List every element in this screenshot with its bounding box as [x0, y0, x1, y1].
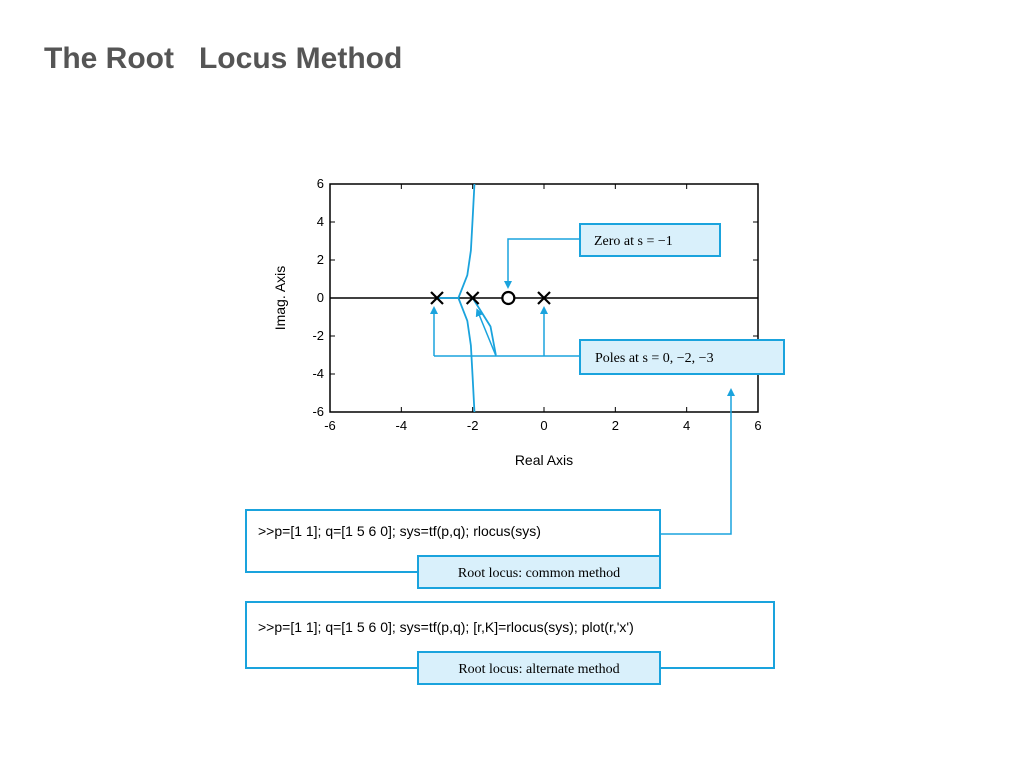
code-block-common-frame	[245, 509, 661, 573]
pole-arrow-middle	[475, 308, 497, 357]
y-tick-label: -4	[312, 366, 324, 381]
x-tick-label: 4	[683, 418, 690, 433]
poles-callout-text: Poles at s = 0, −2, −3	[595, 351, 714, 366]
y-tick-labels: -6 -4 -2 0 2 4 6	[312, 176, 324, 419]
code-command-common: >>p=[1 1]; q=[1 5 6 0]; sys=tf(p,q); rlo…	[258, 523, 541, 539]
caption-common-box	[417, 555, 661, 589]
caption-alternate-text: Root locus: alternate method	[458, 662, 619, 677]
code-block-alternate-frame	[245, 601, 775, 669]
y-tick-label: -6	[312, 404, 324, 419]
locus-branch	[457, 183, 476, 299]
locus-branch	[457, 297, 476, 413]
code-block-common: >>p=[1 1]; q=[1 5 6 0]; sys=tf(p,q); rlo…	[245, 388, 735, 589]
pole-marker	[465, 291, 480, 305]
code-to-plot-arrow	[660, 388, 735, 535]
code-block-alternate: >>p=[1 1]; q=[1 5 6 0]; sys=tf(p,q); [r,…	[245, 601, 775, 685]
y-axis-label: Imag. Axis	[272, 266, 288, 331]
x-axis-label: Real Axis	[515, 452, 573, 468]
y-tick-label: 4	[317, 214, 324, 229]
poles-callout: Poles at s = 0, −2, −3	[430, 306, 785, 375]
zero-marker	[501, 290, 516, 306]
zero-callout-arrow	[504, 238, 580, 289]
slide-title: The Root Locus Method	[44, 42, 403, 75]
pole-markers	[430, 291, 551, 305]
x-tick-label: -6	[324, 418, 336, 433]
x-tick-label: 2	[612, 418, 619, 433]
poles-callout-box	[579, 339, 785, 375]
x-tick-label: 0	[540, 418, 547, 433]
y-tick-label: 0	[317, 290, 324, 305]
zero-markers	[501, 290, 516, 306]
y-tick-label: 2	[317, 252, 324, 267]
pole-marker	[430, 291, 444, 305]
caption-common-text: Root locus: common method	[458, 566, 620, 581]
caption-alternate-box	[417, 651, 661, 685]
y-tick-label: 6	[317, 176, 324, 191]
x-tick-label: -2	[467, 418, 479, 433]
zero-callout-box	[579, 223, 721, 257]
locus-branch	[471, 297, 497, 356]
zero-callout: Zero at s = −1	[504, 223, 721, 289]
x-tick-labels: -6 -4 -2 0 2 4 6	[324, 418, 761, 433]
locus-branches	[437, 183, 497, 413]
zero-callout-text: Zero at s = −1	[594, 234, 673, 249]
y-tick-label: -2	[312, 328, 324, 343]
x-tick-label: 6	[754, 418, 761, 433]
x-tick-label: -4	[396, 418, 408, 433]
pole-marker	[537, 291, 551, 305]
code-command-alternate: >>p=[1 1]; q=[1 5 6 0]; sys=tf(p,q); [r,…	[258, 619, 634, 635]
